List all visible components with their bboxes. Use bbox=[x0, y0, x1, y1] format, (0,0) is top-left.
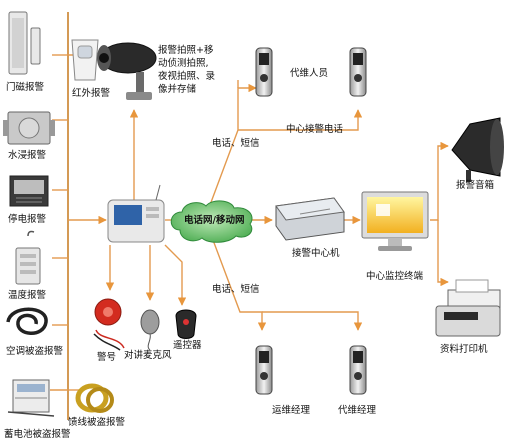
power-outage-sensor-device bbox=[9, 175, 49, 207]
remote-control-device bbox=[175, 309, 197, 339]
battery-theft-sensor-device bbox=[7, 379, 55, 417]
intercom-mic-label: 对讲麦克风 bbox=[124, 350, 172, 361]
network-cloud bbox=[170, 200, 253, 243]
cable-theft-sensor-device bbox=[75, 383, 114, 413]
remote-control-label: 遥控器 bbox=[173, 340, 202, 351]
door-sensor-device bbox=[8, 11, 41, 75]
phone-center-1 bbox=[255, 47, 273, 97]
receiver-device bbox=[275, 197, 345, 241]
monitor-label: 中心监控终端 bbox=[366, 271, 424, 282]
alarm-speaker-device bbox=[451, 117, 504, 182]
temperature-sensor-device bbox=[15, 230, 41, 285]
cable-theft-sensor-label: 馈线被盗报警 bbox=[68, 417, 126, 428]
intercom-microphone-device bbox=[140, 309, 160, 351]
infrared-sensor-device bbox=[71, 39, 99, 81]
ops-manager-label: 运维经理 bbox=[272, 405, 311, 416]
ac-theft-cable-device bbox=[6, 307, 48, 335]
camera-device bbox=[97, 42, 157, 100]
agent-label: 代维人员 bbox=[290, 68, 329, 79]
network-label: 电话网/移动网 bbox=[184, 215, 245, 226]
monitor-device bbox=[361, 191, 429, 251]
alarm-speaker-label: 报警音箱 bbox=[456, 180, 495, 191]
flood-sensor-label: 水浸报警 bbox=[8, 150, 47, 161]
printer-label: 资料打印机 bbox=[440, 344, 488, 355]
center-phone-group-label: 中心接警电话 bbox=[286, 124, 344, 135]
connection-lines bbox=[50, 12, 449, 420]
battery-theft-sensor-label: 蓄电池被盗报警 bbox=[4, 429, 71, 440]
infrared-sensor-label: 红外报警 bbox=[72, 88, 111, 99]
door-sensor-label: 门磁报警 bbox=[6, 82, 45, 93]
camera-caption: 报警拍照+移 动侦测拍照, 夜视拍照、录 像并存储 bbox=[158, 45, 216, 95]
printer-device bbox=[435, 279, 501, 337]
ac-theft-sensor-label: 空调被盗报警 bbox=[6, 346, 64, 357]
temperature-sensor-label: 温度报警 bbox=[8, 290, 47, 301]
receiver-label: 接警中心机 bbox=[292, 248, 340, 259]
upper-link-label: 电话、短信 bbox=[212, 138, 260, 149]
phone-center-2 bbox=[349, 47, 367, 97]
agent-manager-label: 代维经理 bbox=[338, 405, 377, 416]
phone-agent-manager bbox=[349, 345, 367, 395]
flood-sensor-device bbox=[3, 111, 55, 145]
power-outage-sensor-label: 停电报警 bbox=[8, 214, 47, 225]
phone-ops-manager bbox=[255, 345, 273, 395]
alarm-host-device bbox=[107, 184, 165, 243]
siren-label: 警号 bbox=[97, 352, 117, 363]
siren-device bbox=[93, 298, 125, 351]
lower-link-label: 电话、短信 bbox=[212, 284, 260, 295]
